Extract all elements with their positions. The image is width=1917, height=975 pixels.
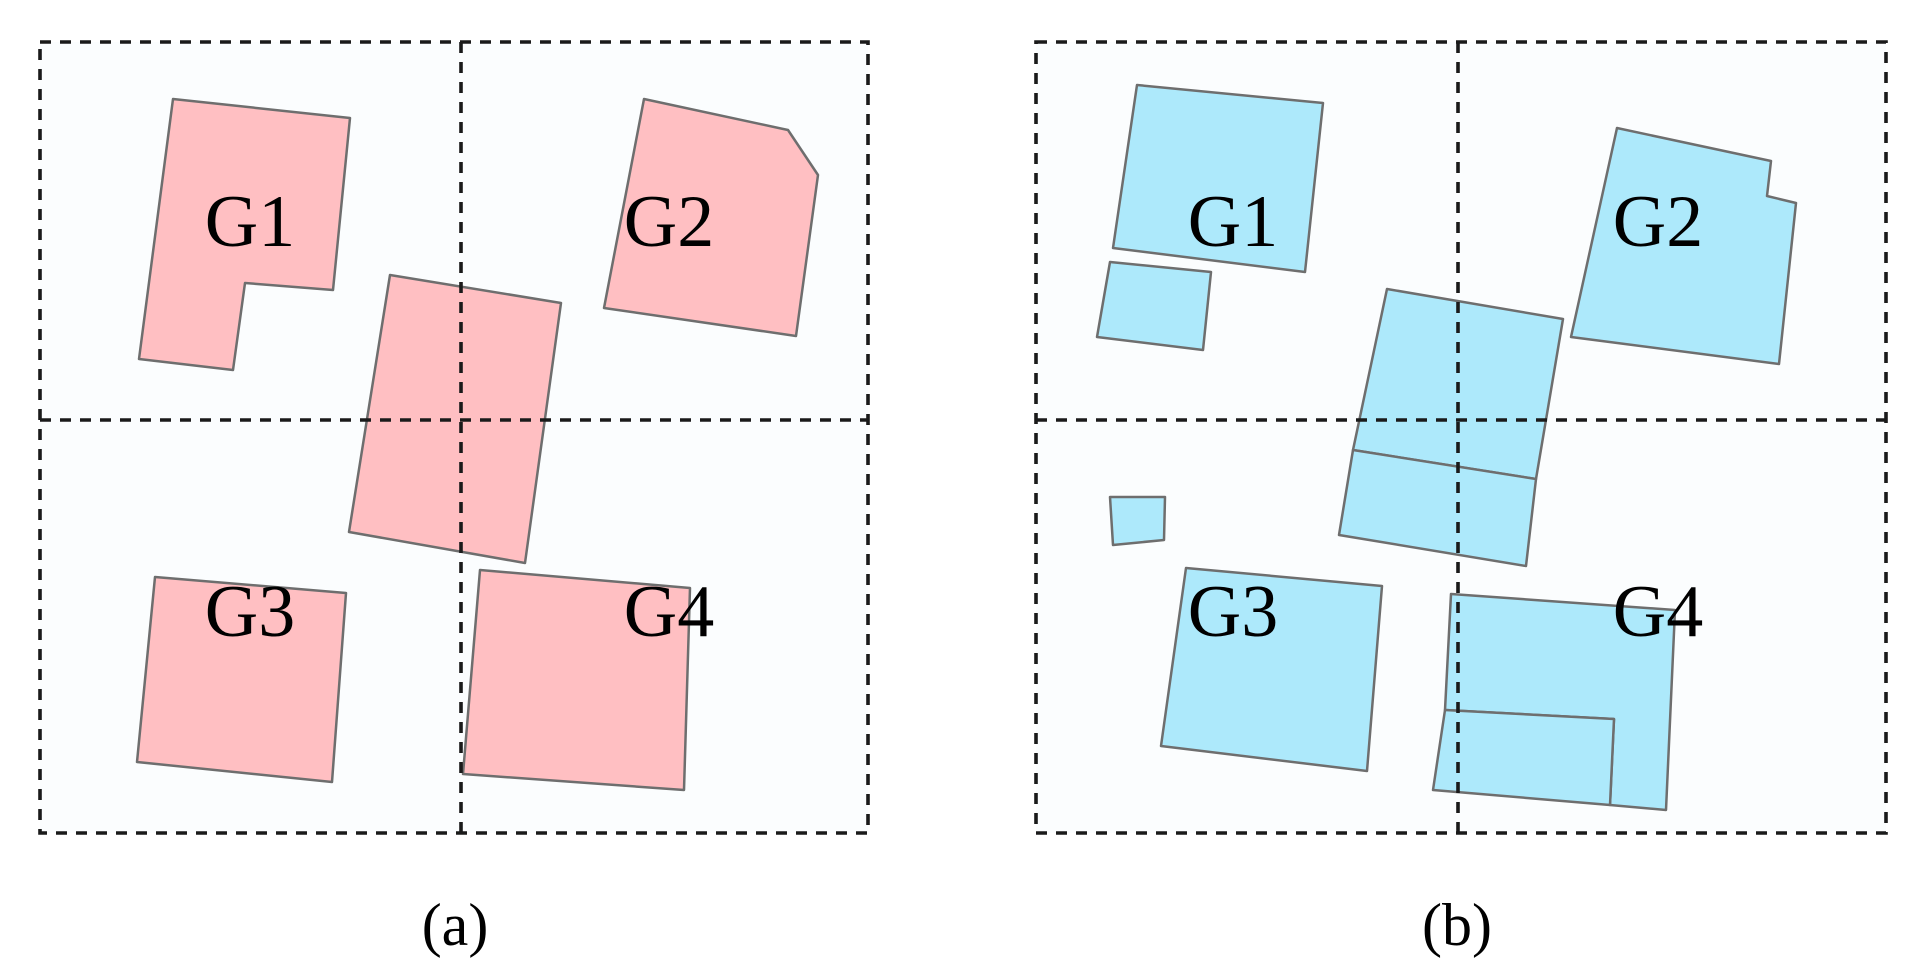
panel-b-label-g3: G3 [1188,571,1278,653]
panel-b-label-g4: G4 [1613,571,1703,653]
panel-a-label-g1: G1 [205,181,295,263]
panel-b-label-g2: G2 [1613,181,1703,263]
panel-b-building-small [1108,495,1167,547]
panel-a-building-g4 [461,568,692,792]
panel-b-label-g1: G1 [1188,181,1278,263]
panel-a-building-g1 [137,97,352,372]
panel-b-building-center-lower [1337,448,1538,568]
panel-b-building-g3 [1159,566,1384,773]
panel-b-building-g4-annex [1431,708,1616,807]
panel-b-caption: (b) [1422,892,1492,958]
panel-b-building-g1 [1111,83,1325,274]
panel-b: G1 G2 G3 G4 (b) [1034,40,1888,958]
panel-b-building-g2 [1569,126,1798,366]
panel-a-label-g2: G2 [624,181,714,263]
panel-a-label-g3: G3 [205,571,295,653]
panel-b-grid-border [1034,40,1888,835]
panel-a: G1 G2 G3 G4 (a) [38,40,870,958]
panel-a-building-g2 [602,97,820,338]
panel-a-building-center [347,273,563,565]
panel-b-building-g1-annex [1095,260,1213,352]
panel-a-building-g3 [135,575,348,784]
panel-a-grid-border [38,40,870,835]
panel-a-caption: (a) [422,892,489,958]
panel-a-label-g4: G4 [624,571,714,653]
